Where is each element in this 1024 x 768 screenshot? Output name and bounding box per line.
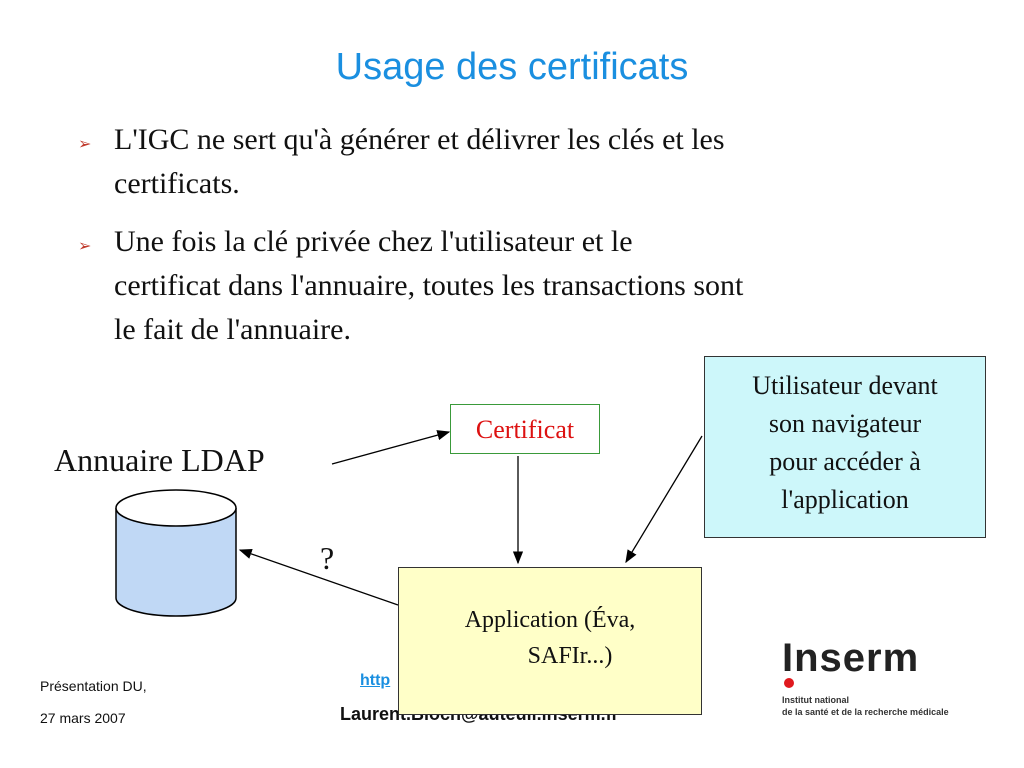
application-box: Application (Éva, SAFIr...) [398, 567, 702, 715]
bullet-2-line-1: Une fois la clé privée chez l'utilisateu… [114, 225, 633, 258]
arrow-bullet-icon: ➢ [78, 236, 92, 255]
bullet-1-line-1: L'IGC ne sert qu'à générer et délivrer l… [114, 123, 725, 156]
app-box-line: SAFIr...) [527, 643, 613, 669]
bullet-item: ➢ L'IGC ne sert qu'à générer et délivrer… [78, 118, 978, 206]
app-box-line: Application (Éva, [464, 607, 636, 633]
user-box-line: l'application [781, 485, 909, 514]
arrow-user-to-application [625, 435, 703, 564]
ldap-database-cylinder [115, 489, 237, 617]
slide-title: Usage des certificats [335, 46, 689, 88]
footer-date: 27 mars 2007 [40, 710, 126, 726]
certificate-box: Certificat [450, 404, 600, 454]
user-box-line: pour accéder à [769, 447, 921, 476]
logo-subtitle-line-1: Institut national [782, 695, 849, 705]
bullet-item: ➢ Une fois la clé privée chez l'utilisat… [78, 220, 978, 352]
arrow-bullet-icon: ➢ [78, 134, 92, 153]
user-box-line: son navigateur [768, 409, 922, 438]
footer-presentation: Présentation DU, [40, 678, 147, 694]
logo-subtitle: Institut national de la santé et de la r… [782, 694, 949, 718]
logo-subtitle-line-2: de la santé et de la recherche médicale [782, 707, 949, 717]
bullet-2-line-2: certificat dans l'annuaire, toutes les t… [114, 269, 744, 302]
inserm-logo: Inserm Institut national de la santé et … [782, 636, 982, 717]
ldap-label: Annuaire LDAP [54, 442, 265, 478]
logo-wordmark: Inserm [782, 636, 920, 680]
bullet-1-line-2: certificats. [114, 167, 240, 200]
user-browser-box: Utilisateur devant son navigateur pour a… [704, 356, 986, 538]
bullet-list: ➢ L'IGC ne sert qu'à générer et délivrer… [78, 118, 978, 366]
footer-link[interactable]: http [360, 672, 391, 689]
arrow-application-to-ldap [238, 548, 399, 606]
bullet-2-line-3: le fait de l'annuaire. [114, 313, 351, 346]
user-box-line: Utilisateur devant [752, 371, 938, 400]
question-mark: ? [320, 540, 335, 576]
arrow-ldap-to-certificate [331, 430, 451, 465]
logo-dot-icon [784, 678, 794, 688]
